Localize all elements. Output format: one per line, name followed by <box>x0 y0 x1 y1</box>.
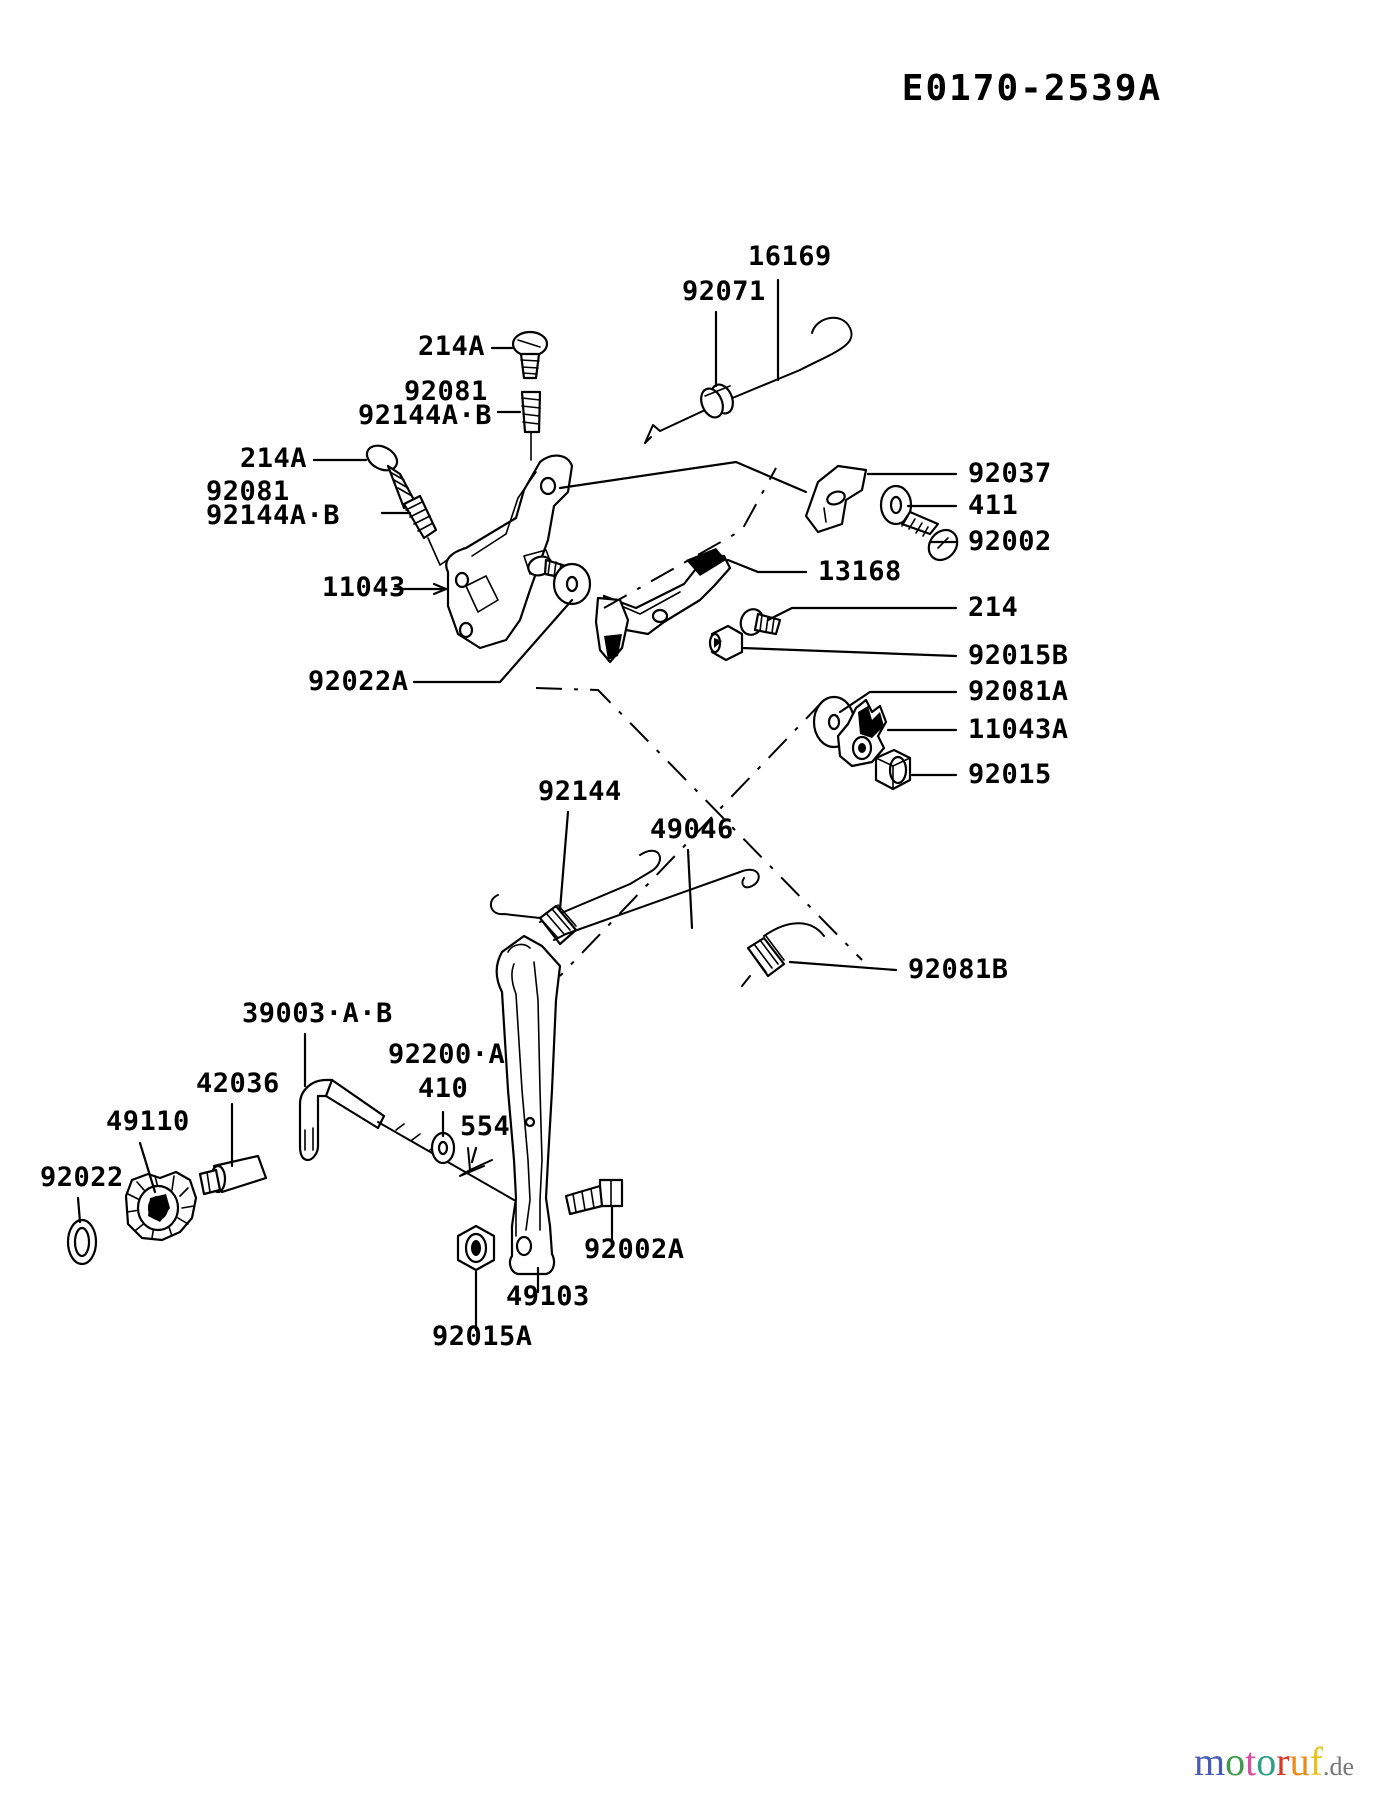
watermark-motoruf: motoruf.de <box>1194 1742 1354 1782</box>
part-number-label: 411 <box>968 490 1018 521</box>
part-number-label: 92015B <box>968 640 1069 671</box>
part-number-label: 92200·A <box>388 1039 505 1070</box>
leader-214 <box>766 606 958 622</box>
part-92015B-nut <box>708 624 744 662</box>
part-92022A-washer <box>552 562 592 606</box>
part-554-pin <box>459 1147 493 1177</box>
part-number-label: 11043 <box>322 572 406 603</box>
part-49103-lever <box>495 934 562 1276</box>
leader-11043-arrow <box>432 582 448 596</box>
part-214A-screw-left <box>365 444 416 510</box>
part-number-label: 11043A <box>968 714 1069 745</box>
part-number-label: 92144 <box>538 776 622 807</box>
artwork <box>66 316 959 1276</box>
part-92081B-spring <box>741 922 825 987</box>
part-11043A-bracket <box>836 698 888 768</box>
part-49110-gear <box>124 1170 198 1242</box>
watermark-letter: u <box>1289 1739 1310 1784</box>
part-number-label: 92081 <box>206 476 290 507</box>
part-92081-spring-top <box>520 390 542 461</box>
part-number-label: 214A <box>240 443 307 474</box>
diagram-title: E0170-2539A <box>902 68 1162 109</box>
part-number-label: 92022A <box>308 666 409 697</box>
part-number-label: 92015A <box>432 1321 533 1352</box>
leader-92081B <box>788 960 898 972</box>
watermark-letter: o <box>1225 1739 1246 1784</box>
part-number-label: 16169 <box>748 241 832 272</box>
part-number-label: 214A <box>418 331 485 362</box>
part-number-label: 42036 <box>196 1068 280 1099</box>
part-number-label: 92081A <box>968 676 1069 707</box>
leader-lines <box>76 278 958 1332</box>
part-number-label: 92144A·B <box>206 500 340 531</box>
part-number-label: 92081B <box>908 954 1009 985</box>
leader-92037-to-bracket <box>558 460 808 494</box>
part-number-label: 49110 <box>106 1106 190 1137</box>
part-92071-grommet <box>700 383 734 419</box>
part-92022A-fitting <box>594 596 630 664</box>
part-49046-rod <box>553 868 760 941</box>
part-number-label: 92022 <box>40 1162 124 1193</box>
leader-92144 <box>558 810 570 912</box>
watermark-letter: r <box>1276 1739 1290 1784</box>
assembly-dashdot-lines <box>535 467 863 977</box>
part-42036-shaft <box>198 1154 268 1196</box>
part-92015-nut <box>874 748 912 791</box>
part-number-label: 92015 <box>968 759 1052 790</box>
part-214A-screw-top <box>511 330 549 380</box>
part-number-labels: 1616992071214A9208192144A·B214A920819214… <box>40 241 1069 1352</box>
watermark-letter: f <box>1309 1739 1323 1784</box>
part-number-label: 39003·A·B <box>242 998 393 1029</box>
part-number-label: 214 <box>968 592 1018 623</box>
watermark-letter: m <box>1194 1739 1226 1784</box>
part-92002A-bolt <box>564 1178 624 1216</box>
leader-92022 <box>76 1196 82 1224</box>
part-number-label: 92071 <box>682 276 766 307</box>
part-number-label: 410 <box>418 1073 468 1104</box>
part-11043-bracket <box>445 454 574 650</box>
part-number-label: 13168 <box>818 556 902 587</box>
watermark-letter: o <box>1256 1739 1277 1784</box>
part-number-label: 554 <box>460 1111 510 1142</box>
part-number-label: 92144A·B <box>358 400 492 431</box>
part-410-washer <box>430 1131 456 1165</box>
part-number-label: 92002A <box>584 1234 685 1265</box>
part-92037-clamp <box>804 464 868 534</box>
leader-49110 <box>138 1141 157 1194</box>
leader-49046 <box>686 848 694 930</box>
part-number-label: 92081 <box>404 376 488 407</box>
leader-554 <box>470 1146 478 1164</box>
part-92002-screw <box>900 510 959 562</box>
part-number-label: 49103 <box>506 1281 590 1312</box>
watermark-letter: t <box>1245 1739 1257 1784</box>
part-number-label: 92002 <box>968 526 1052 557</box>
part-214-screw <box>739 608 782 636</box>
part-92015A-nut <box>456 1224 496 1272</box>
leader-92081A <box>838 690 958 714</box>
leader-92022A <box>412 598 574 684</box>
part-number-label: 49046 <box>650 814 734 845</box>
part-92022-oring <box>66 1218 98 1266</box>
part-16169-dipstick <box>644 316 853 444</box>
part-number-label: 92037 <box>968 458 1052 489</box>
part-39003-tube <box>298 1078 386 1162</box>
part-13168-lever <box>602 548 732 636</box>
leader-92015B <box>740 646 958 658</box>
leader-13168 <box>726 558 808 574</box>
watermark-suffix: .de <box>1322 1752 1354 1781</box>
